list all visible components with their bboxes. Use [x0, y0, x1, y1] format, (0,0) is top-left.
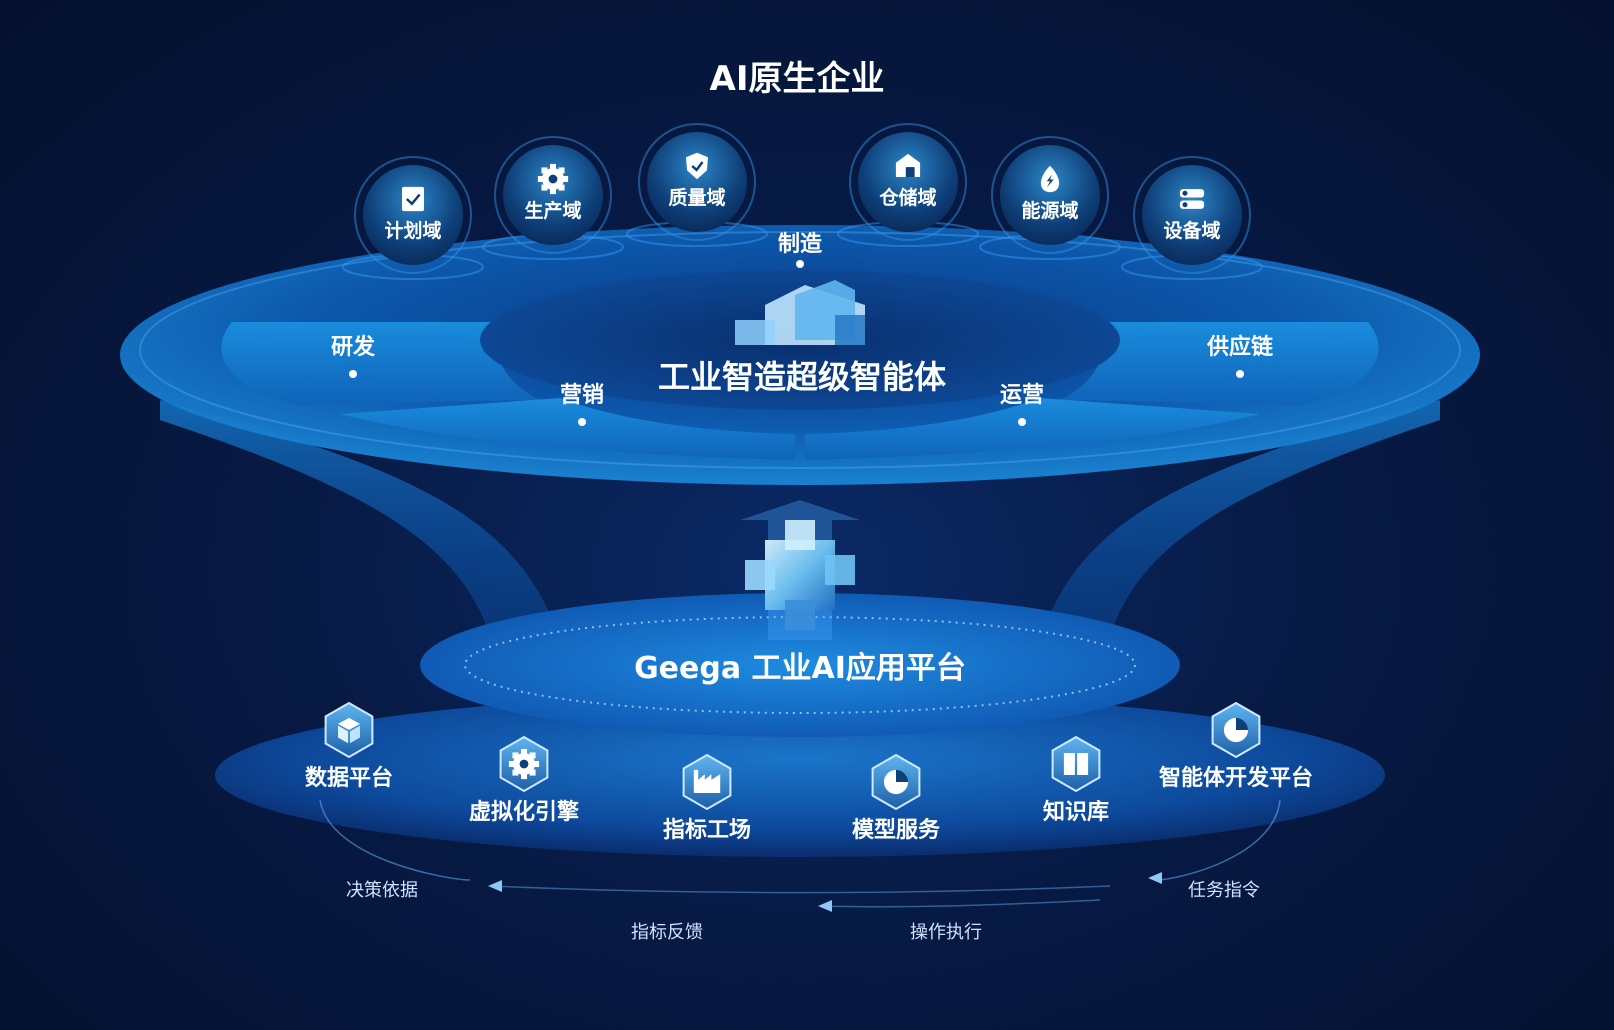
flow-arrow-left — [488, 880, 502, 892]
flow-arc-low — [819, 899, 1101, 908]
platform-item-label: 智能体开发平台 — [1159, 765, 1313, 791]
cube-cluster-icon — [745, 520, 855, 630]
platform-item[interactable]: 知识库 — [1043, 735, 1109, 825]
ring-dot-top — [796, 260, 804, 268]
flow-label-operation: 操作执行 — [910, 922, 982, 943]
bubble-outer-ring — [849, 123, 967, 241]
ring-dot-left — [349, 370, 357, 378]
platform-dotted-ring — [464, 616, 1136, 714]
gear-icon — [508, 748, 540, 780]
platform-item[interactable]: 数据平台 — [305, 701, 393, 791]
ring-dot-bottom-left — [578, 418, 586, 426]
factory-icon — [693, 769, 721, 793]
gear-icon — [537, 163, 569, 195]
bubble-outer-ring — [494, 136, 612, 254]
flow-arc-outer — [319, 799, 471, 881]
bubble-body — [647, 132, 747, 232]
pie-chart-icon — [883, 769, 909, 795]
ring-label-bottom-left: 营销 — [560, 383, 604, 408]
platform-item-label: 指标工场 — [663, 817, 751, 843]
hexagon-badge — [1051, 735, 1101, 793]
platform-item-label: 虚拟化引擎 — [469, 799, 579, 825]
platform-item-label: 数据平台 — [305, 765, 393, 791]
bubble-outer-ring — [991, 136, 1109, 254]
flow-arrow-mid — [818, 900, 832, 912]
center-title: 工业智造超级智能体 — [658, 358, 946, 396]
clipboard-check-icon — [402, 186, 424, 212]
bubble-outer-ring — [1133, 156, 1251, 274]
ring-label-right: 供应链 — [1206, 334, 1273, 360]
flow-arc-mid — [489, 885, 1111, 894]
domain-bubble[interactable]: 能源域 — [979, 136, 1121, 260]
platform-item-label: 知识库 — [1043, 799, 1109, 825]
flow-label-task: 任务指令 — [1188, 880, 1260, 901]
domain-label: 计划域 — [384, 219, 441, 242]
platform-item[interactable]: 虚拟化引擎 — [469, 735, 579, 825]
platform-title: Geega 工业AI应用平台 — [634, 651, 966, 686]
domain-label: 仓储域 — [878, 186, 936, 209]
bubble-body — [503, 145, 603, 245]
domain-bubble[interactable]: 质量域 — [626, 123, 768, 247]
domain-bubble[interactable]: 仓储域 — [837, 123, 979, 247]
domain-bubble[interactable]: 生产域 — [482, 136, 624, 260]
bubble-body — [363, 165, 463, 265]
domain-bubble[interactable]: 设备域 — [1121, 156, 1263, 280]
ring-dot-bottom-right — [1018, 418, 1026, 426]
bubble-body — [858, 132, 958, 232]
flow-label-decision: 决策依据 — [346, 880, 418, 901]
domain-label: 生产域 — [524, 199, 581, 222]
server-icon — [1179, 189, 1205, 209]
base-disc — [215, 693, 1385, 857]
bubble-body — [1000, 145, 1100, 245]
flow-arc-outer-right — [1159, 799, 1281, 881]
bubble-outer-ring — [638, 123, 756, 241]
domain-label: 能源域 — [1021, 199, 1078, 222]
domain-label: 质量域 — [668, 186, 725, 209]
ring-label-left: 研发 — [331, 334, 376, 360]
flow-arrow-right — [1148, 872, 1162, 884]
platform-disc — [420, 593, 1180, 737]
book-icon — [1063, 753, 1089, 775]
energy-drop-icon — [1040, 165, 1060, 193]
ring-label-top: 制造 — [778, 232, 822, 257]
ring-label-bottom-right: 运营 — [1000, 383, 1044, 408]
cube-icon — [338, 717, 360, 744]
warehouse-icon — [895, 153, 921, 177]
segment-bottom-right — [805, 398, 1260, 460]
domain-label: 设备域 — [1163, 219, 1220, 242]
ring-dot-right — [1236, 370, 1244, 378]
platform-item[interactable]: 模型服务 — [852, 753, 941, 843]
pie-chart-icon — [1223, 717, 1249, 743]
segment-bottom-left — [340, 398, 795, 460]
platform-item-label: 模型服务 — [852, 818, 941, 843]
domain-bubble[interactable]: 计划域 — [342, 156, 484, 280]
segment-right — [1060, 322, 1379, 405]
platform-item[interactable]: 智能体开发平台 — [1159, 701, 1313, 791]
building-icon — [735, 280, 865, 345]
top-disc-rim — [139, 231, 1461, 469]
bubble-body — [1142, 165, 1242, 265]
flow-label-feedback: 指标反馈 — [631, 922, 703, 943]
diagram-title: AI原生企业 — [710, 59, 885, 99]
platform-item[interactable]: 指标工场 — [663, 753, 751, 843]
bubble-outer-ring — [354, 156, 472, 274]
segment-left — [221, 322, 540, 405]
shield-check-icon — [686, 152, 708, 180]
